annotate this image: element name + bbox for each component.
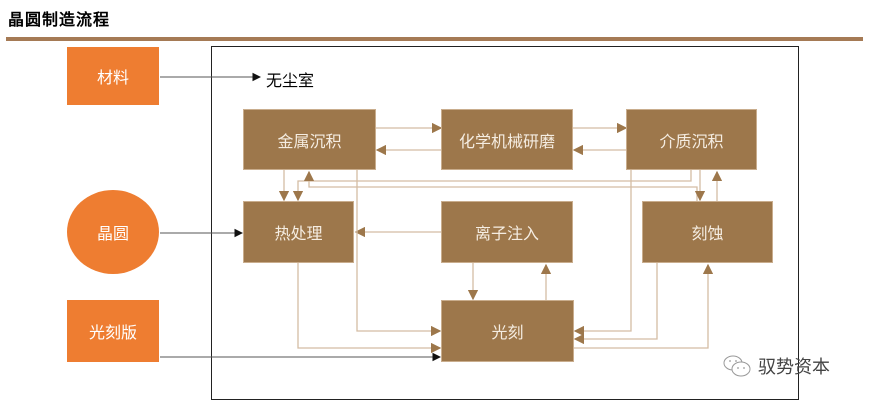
input-photomask: 光刻版 [67, 300, 159, 362]
process-label: 离子注入 [474, 224, 539, 243]
process-ion-implantation: 离子注入 [441, 201, 573, 263]
heat-to-litho [297, 263, 442, 354]
process-metal-deposition: 金属沉积 [243, 109, 376, 170]
page-title: 晶圆制造流程 [8, 10, 111, 29]
watermark-text: 驭势资本 [758, 357, 830, 378]
dielectric-to-heat [292, 170, 692, 202]
process-heat-treatment: 热处理 [243, 201, 354, 263]
dielectric-to-litho [573, 170, 632, 337]
litho-to-etch [574, 263, 714, 349]
watermark: 驭势资本 [722, 353, 830, 379]
input-photomask-label: 光刻版 [88, 323, 137, 342]
process-label: 化学机械研磨 [458, 131, 555, 151]
process-dielectric-deposition: 介质沉积 [626, 109, 757, 170]
input-wafer: 晶圆 [67, 190, 159, 274]
process-label: 介质沉积 [659, 131, 724, 151]
process-lithography: 光刻 [441, 300, 574, 362]
process-label: 热处理 [274, 224, 323, 243]
process-label: 金属沉积 [277, 131, 342, 151]
etch-to-litho [573, 263, 658, 345]
wechat-icon [723, 355, 751, 377]
process-label: 刻蚀 [691, 224, 724, 243]
input-wafer-label: 晶圆 [96, 224, 129, 243]
etch-to-metal [303, 170, 698, 201]
process-label: 光刻 [491, 323, 524, 342]
metal-to-litho [356, 170, 442, 337]
process-cmp: 化学机械研磨 [441, 109, 573, 170]
input-materials: 材料 [67, 47, 159, 105]
title-rule [6, 37, 863, 41]
cleanroom-frame [211, 46, 799, 400]
process-etching: 刻蚀 [642, 201, 773, 263]
input-materials-label: 材料 [96, 68, 129, 87]
cleanroom-label: 无尘室 [266, 71, 315, 90]
